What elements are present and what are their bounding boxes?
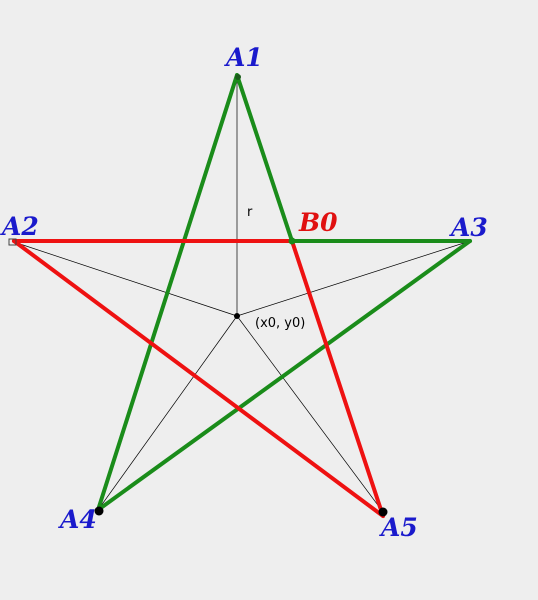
point-a4 [94, 506, 104, 516]
label-a2: A2 [0, 212, 39, 241]
green-edges [96, 73, 472, 512]
edge-a1-a4 [96, 73, 239, 512]
label-a5: A5 [379, 513, 418, 542]
point-a2 [8, 238, 17, 246]
label-radius: r [247, 205, 253, 220]
point-b0 [288, 237, 296, 245]
spoke-line-a4 [97, 315, 238, 511]
spoke-line-a3 [236, 240, 471, 317]
edge-b0-a5 [290, 239, 385, 518]
spoke-line-a2 [13, 241, 238, 317]
construction-lines [13, 75, 471, 513]
red-edges [12, 239, 385, 518]
label-a3: A3 [449, 213, 488, 242]
edge-a1-b0 [235, 73, 294, 243]
point-a1 [235, 74, 241, 80]
point-center [234, 313, 240, 319]
label-b0: B0 [298, 208, 338, 237]
edge-a2-a5 [12, 239, 385, 518]
edge-a3-a4 [96, 239, 472, 512]
label-center: (x0, y0) [255, 316, 305, 331]
point-a5 [378, 507, 388, 517]
label-a1: A1 [224, 43, 263, 72]
points [8, 74, 388, 517]
spoke-line-a5 [236, 315, 384, 513]
label-a4: A4 [58, 505, 97, 534]
